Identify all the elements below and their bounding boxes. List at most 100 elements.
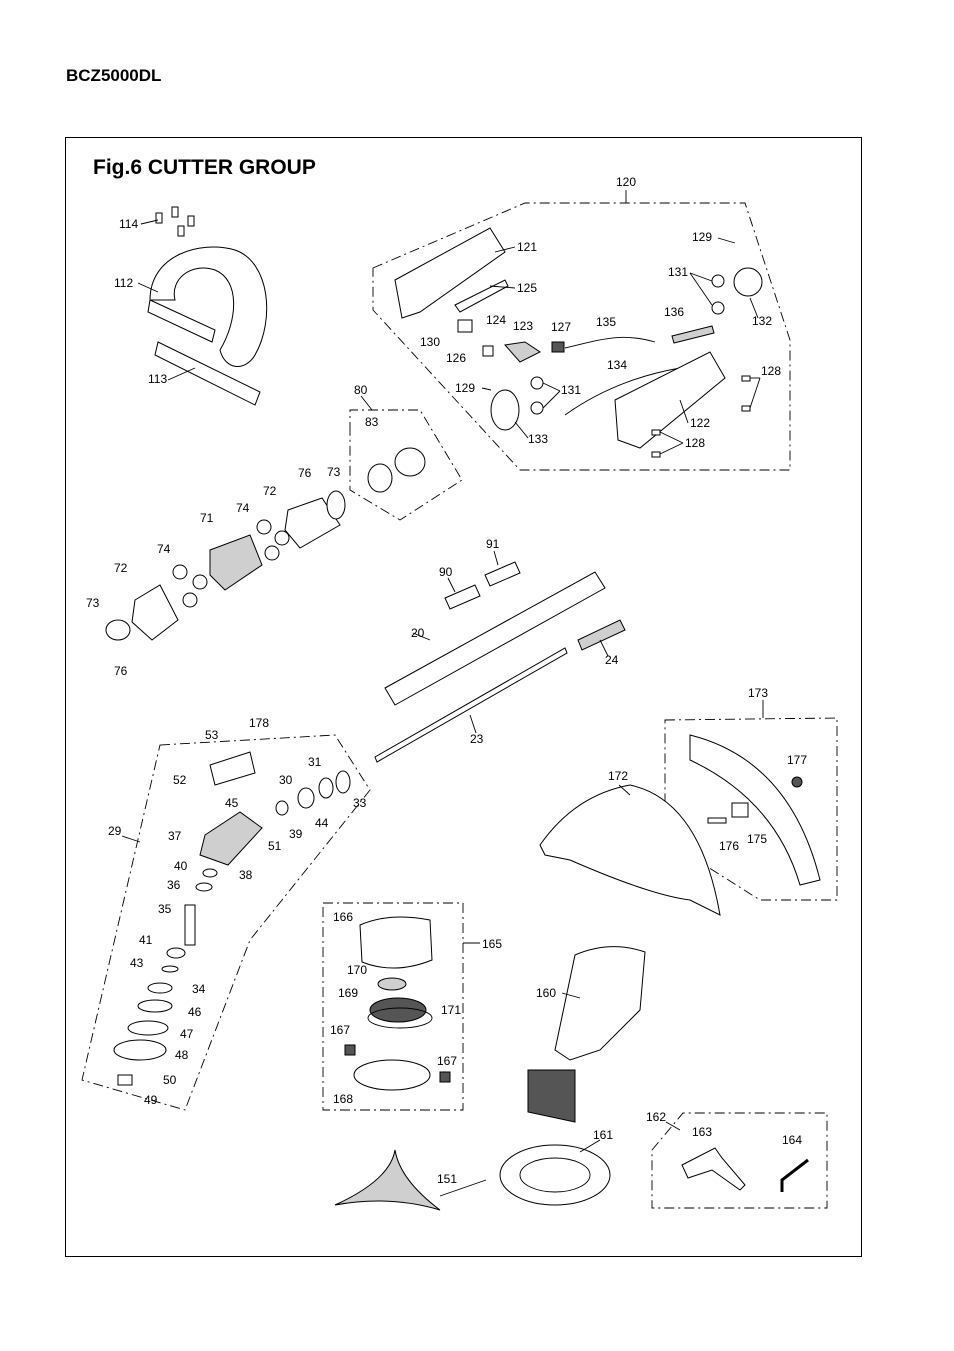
bearings-74: [172, 519, 290, 608]
label-43: 43: [130, 956, 144, 970]
spring-136: [671, 325, 715, 344]
group-165-outline: [322, 902, 464, 1111]
label-49: 49: [144, 1093, 158, 1107]
label-38: 38: [239, 868, 253, 882]
label-164: 164: [782, 1133, 802, 1147]
label-53: 53: [205, 728, 219, 742]
leader-lines: [137, 219, 761, 1197]
cover-166: [359, 916, 433, 969]
label-123: 123: [513, 319, 533, 333]
lever-125: [454, 279, 509, 313]
label-72-top: 72: [263, 484, 277, 498]
label-91: 91: [486, 537, 500, 551]
harness-160: [554, 946, 646, 1061]
label-128-right: 128: [761, 364, 781, 378]
label-135: 135: [596, 315, 616, 329]
label-72-left: 72: [114, 561, 128, 575]
eyelet-167b: [439, 1071, 451, 1083]
case-71: [209, 534, 263, 591]
part-39: [275, 800, 289, 816]
cable-135: [564, 336, 656, 349]
housing-72-upper: [284, 497, 341, 549]
label-169: 169: [338, 986, 358, 1000]
model-name: BCZ5000DL: [66, 66, 162, 85]
shaft-23: [374, 647, 568, 763]
label-50: 50: [163, 1073, 177, 1087]
label-176: 176: [719, 839, 739, 853]
label-126: 126: [446, 351, 466, 365]
label-35: 35: [158, 902, 172, 916]
label-83: 83: [365, 415, 379, 429]
group-120-outline: [372, 202, 791, 471]
label-76-top: 76: [298, 466, 312, 480]
harness-pad: [527, 1069, 576, 1123]
label-134: 134: [607, 358, 627, 372]
label-168: 168: [333, 1092, 353, 1106]
label-166: 166: [333, 910, 353, 924]
label-175: 175: [747, 832, 767, 846]
label-74-left: 74: [157, 542, 171, 556]
label-71: 71: [200, 511, 214, 525]
cap-133: [490, 389, 520, 431]
label-162: 162: [646, 1110, 666, 1124]
line-171: [367, 1007, 433, 1029]
bolt-176: [707, 817, 727, 824]
label-124: 124: [486, 313, 506, 327]
label-167-left: 167: [330, 1023, 350, 1037]
label-172: 172: [608, 769, 628, 783]
bearing-30: [297, 787, 315, 809]
label-30: 30: [279, 773, 293, 787]
label-129-top: 129: [692, 230, 712, 244]
label-45: 45: [225, 796, 239, 810]
label-33: 33: [353, 796, 367, 810]
label-31: 31: [308, 755, 322, 769]
label-48: 48: [175, 1048, 189, 1062]
guard-extension-173: [689, 734, 821, 886]
shaft-24: [577, 619, 626, 651]
label-131-bottom: 131: [561, 383, 581, 397]
label-52: 52: [173, 773, 187, 787]
label-41: 41: [139, 933, 153, 947]
label-127: 127: [551, 320, 571, 334]
label-167-right: 167: [437, 1054, 457, 1068]
washers-stack: [113, 868, 218, 1086]
label-132: 132: [752, 314, 772, 328]
group-162-outline: [651, 1112, 828, 1209]
clip-175: [731, 802, 749, 818]
label-90: 90: [439, 565, 453, 579]
label-160: 160: [536, 986, 556, 1000]
housing-72-lower: [131, 584, 179, 641]
group-80-outline: [349, 409, 463, 521]
grip-121: [394, 227, 506, 319]
label-130: 130: [420, 335, 440, 349]
label-76-bottom: 76: [114, 664, 128, 678]
clamp-83: [367, 447, 426, 493]
label-112: 112: [114, 276, 133, 290]
label-44: 44: [315, 816, 329, 830]
clamp-113: [154, 341, 261, 406]
gear-case-head: [199, 811, 263, 866]
pipe-20: [384, 571, 606, 706]
label-34: 34: [192, 982, 206, 996]
label-161: 161: [593, 1128, 613, 1142]
label-46: 46: [188, 1005, 202, 1019]
label-23: 23: [470, 732, 484, 746]
washer-31: [318, 777, 334, 799]
label-51: 51: [268, 839, 282, 853]
label-47: 47: [180, 1027, 194, 1041]
blade-151: [334, 1149, 441, 1211]
ring-73-upper: [326, 490, 346, 520]
figure-title: Fig.6 CUTTER GROUP: [93, 156, 316, 179]
label-39: 39: [289, 827, 303, 841]
part-130: [457, 319, 473, 333]
label-73-top: 73: [327, 465, 341, 479]
label-151: 151: [437, 1172, 457, 1186]
spool-169: [369, 997, 427, 1023]
sleeve-90: [444, 584, 481, 610]
figure-frame: [65, 137, 862, 1257]
label-170: 170: [347, 963, 367, 977]
label-178: 178: [249, 716, 269, 730]
label-122: 122: [690, 416, 710, 430]
label-74-top: 74: [236, 501, 250, 515]
